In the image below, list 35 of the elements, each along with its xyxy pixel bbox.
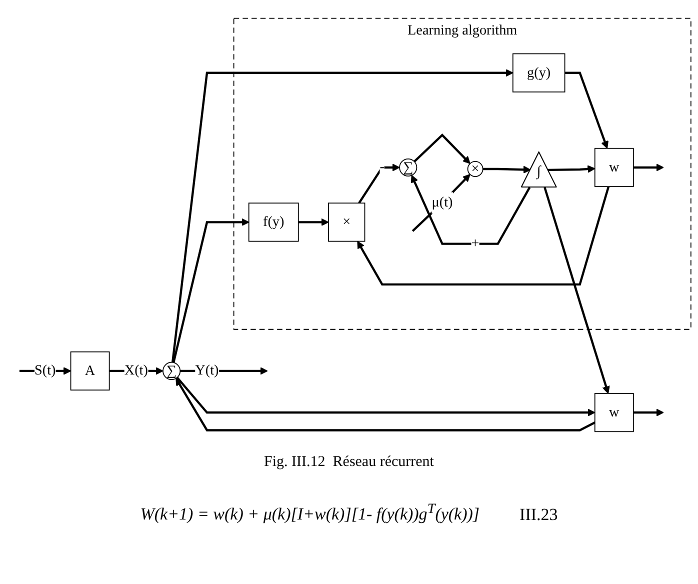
arrow	[564, 72, 608, 149]
node-circle: ×	[467, 161, 484, 177]
arrow	[180, 367, 268, 375]
arrow	[548, 165, 596, 173]
edge-label: +	[471, 236, 480, 251]
edge-label: X(t)	[124, 362, 148, 378]
node-box: w	[594, 392, 634, 432]
node-box: A	[70, 351, 110, 390]
arrow	[172, 218, 250, 363]
equation-number: III.23	[520, 504, 558, 525]
edge-label: S(t)	[34, 362, 56, 378]
equation: W(k+1) = w(k) + μ(k)[I+w(k)][1- f(y(k))g$^{T}$(y(k))]	[140, 501, 480, 525]
figure-caption: Fig. III.12 Réseau récurrent	[263, 454, 435, 471]
node-box: f(y)	[248, 202, 299, 242]
node-box: w	[594, 148, 634, 188]
node-box: ×	[328, 202, 366, 242]
arrow	[171, 68, 514, 363]
arrow	[414, 134, 470, 164]
node-box: g(y)	[512, 53, 566, 92]
arrow	[412, 174, 470, 232]
node-circle: ∑	[399, 158, 418, 176]
arrow	[357, 186, 610, 286]
arrow	[176, 376, 596, 416]
arrow	[358, 164, 400, 204]
arrow	[544, 187, 610, 394]
edge-label: μ(t)	[432, 194, 453, 210]
edge-label: Y(t)	[195, 362, 219, 378]
edge-label: -	[380, 160, 385, 175]
arrow	[482, 166, 531, 174]
arrow	[176, 378, 596, 432]
node-circle: ∑	[162, 362, 181, 380]
arrow	[298, 218, 329, 226]
arrow	[633, 408, 664, 416]
arrow	[633, 164, 664, 172]
arrow	[410, 174, 531, 245]
